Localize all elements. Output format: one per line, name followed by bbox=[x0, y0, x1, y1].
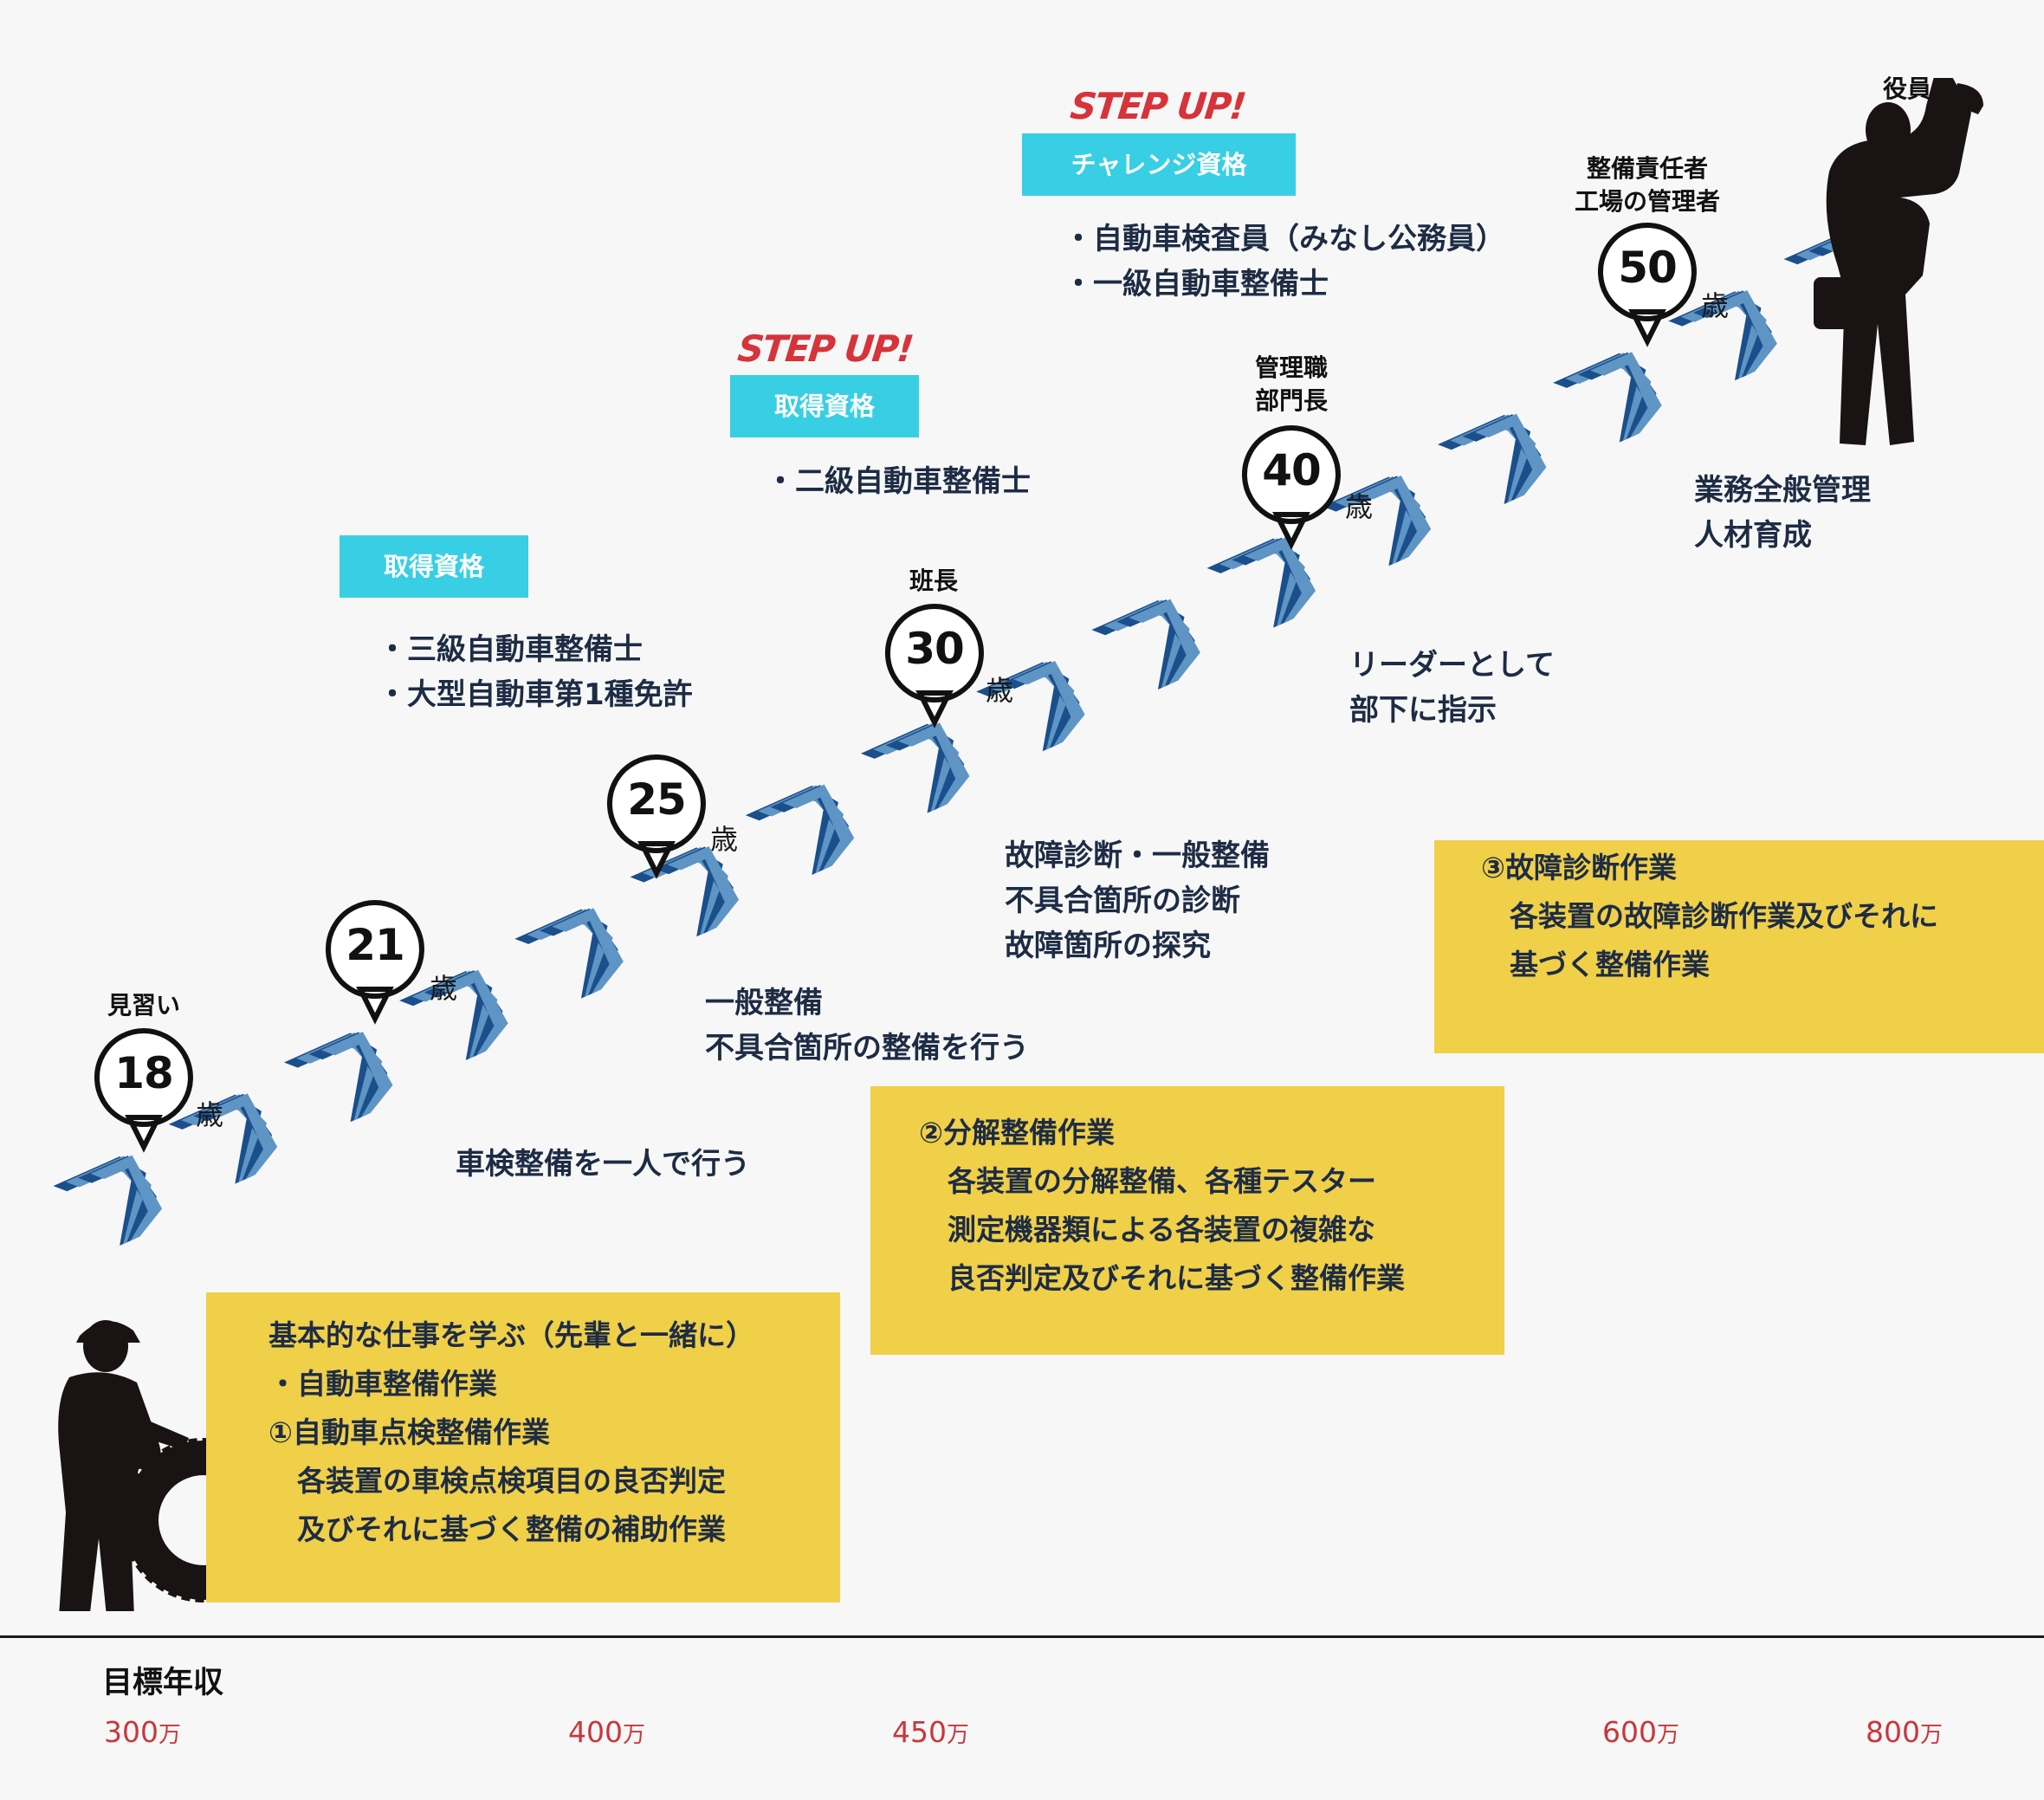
qualification-item: ・三級自動車整備士 bbox=[378, 632, 643, 667]
role-label-team-leader: 班長 bbox=[909, 567, 958, 595]
chevron-arrow-icon bbox=[1668, 289, 1777, 381]
work-description-box-2: ②分解整備作業 各装置の分解整備、各種テスター 測定機器類による各装置の複雑な … bbox=[870, 1086, 1504, 1355]
qualification-item: ・大型自動車第1種免許 bbox=[378, 677, 693, 712]
duty-text: リーダーとして bbox=[1349, 648, 1555, 683]
salary-title: 目標年収 bbox=[102, 1666, 224, 1700]
age-pin-25: 25 bbox=[605, 754, 708, 884]
salary-450: 450万 bbox=[892, 1715, 970, 1749]
chevron-arrow-icon bbox=[283, 1031, 393, 1123]
box-line: 各装置の車検点検項目の良否判定 bbox=[268, 1464, 726, 1498]
salary-600: 600万 bbox=[1602, 1715, 1680, 1749]
step-up-label: STEP UP! bbox=[1068, 85, 1247, 127]
age-suffix: 歳 bbox=[710, 823, 739, 856]
box-line: ①自動車点検整備作業 bbox=[268, 1415, 550, 1449]
age-pin-18: 18 bbox=[93, 1027, 195, 1157]
box-line: 測定機器類による各装置の複雑な bbox=[919, 1213, 1376, 1246]
age-number: 30 bbox=[905, 624, 965, 674]
box-line: 及びそれに基づく整備の補助作業 bbox=[268, 1512, 726, 1546]
duty-text: 一般整備 bbox=[705, 986, 823, 1020]
qualification-item: ・一級自動車整備士 bbox=[1064, 267, 1329, 301]
age-pin-30: 30 bbox=[883, 603, 986, 733]
role-label-executive: 役員 bbox=[1882, 74, 1931, 103]
box-line: ③故障診断作業 bbox=[1481, 851, 1677, 884]
salary-axis-line bbox=[0, 1635, 2044, 1638]
age-number: 50 bbox=[1618, 243, 1678, 293]
age-number: 25 bbox=[627, 774, 687, 825]
chevron-arrow-icon bbox=[745, 784, 855, 875]
age-suffix: 歳 bbox=[986, 674, 1014, 707]
role-label-manager: 管理職 部門長 bbox=[1254, 353, 1328, 415]
age-pin-21: 21 bbox=[324, 899, 426, 1029]
age-suffix: 歳 bbox=[1345, 490, 1374, 523]
duty-text: 不具合箇所の整備を行う bbox=[705, 1031, 1029, 1065]
box-line: 良否判定及びそれに基づく整備作業 bbox=[919, 1261, 1405, 1295]
chevron-arrow-icon bbox=[860, 722, 970, 813]
chevron-arrow-icon bbox=[1091, 599, 1200, 690]
chevron-arrow-icon bbox=[168, 1093, 278, 1184]
salary-300: 300万 bbox=[104, 1715, 182, 1749]
duty-text: 故障箇所の探究 bbox=[1005, 929, 1211, 963]
age-number: 40 bbox=[1262, 445, 1322, 495]
chevron-arrow-icon bbox=[514, 908, 624, 999]
age-suffix: 歳 bbox=[196, 1098, 224, 1131]
box-line: ②分解整備作業 bbox=[919, 1116, 1115, 1149]
age-pin-50: 50 bbox=[1596, 222, 1698, 352]
step-up-label: STEP UP! bbox=[735, 327, 915, 370]
chevron-arrow-icon bbox=[53, 1155, 163, 1246]
duty-text: 業務全般管理 bbox=[1694, 473, 1871, 508]
age-pin-40: 40 bbox=[1240, 424, 1342, 554]
age-suffix: 歳 bbox=[430, 972, 458, 1005]
duty-text: 部下に指示 bbox=[1349, 693, 1497, 728]
duty-text: 不具合箇所の診断 bbox=[1005, 884, 1240, 918]
qualification-item: ・二級自動車整備士 bbox=[766, 464, 1031, 499]
qualification-tag: 取得資格 bbox=[730, 375, 919, 437]
chevron-arrow-icon bbox=[1322, 475, 1432, 567]
box-line: 基本的な仕事を学ぶ（先輩と一緒に） bbox=[268, 1318, 754, 1352]
age-number: 18 bbox=[114, 1048, 174, 1098]
age-suffix: 歳 bbox=[1701, 289, 1730, 322]
role-label-trainee: 見習い bbox=[107, 991, 180, 1020]
duty-text: 車検整備を一人で行う bbox=[456, 1147, 750, 1182]
work-description-box-3: ③故障診断作業 各装置の故障診断作業及びそれに 基づく整備作業 bbox=[1434, 840, 2044, 1053]
box-line: 各装置の故障診断作業及びそれに bbox=[1481, 899, 1938, 933]
salary-800: 800万 bbox=[1866, 1715, 1944, 1749]
role-label-chief: 整備責任者 工場の管理者 bbox=[1574, 154, 1720, 216]
box-line: ・自動車整備作業 bbox=[268, 1367, 497, 1401]
work-description-box-1: 基本的な仕事を学ぶ（先輩と一緒に） ・自動車整備作業 ①自動車点検整備作業 各装… bbox=[206, 1292, 840, 1603]
qualification-item: ・自動車検査員（みなし公務員） bbox=[1064, 222, 1505, 256]
chevron-arrow-icon bbox=[1553, 352, 1662, 443]
salary-400: 400万 bbox=[568, 1715, 646, 1749]
qualification-tag: 取得資格 bbox=[340, 535, 528, 598]
box-line: 各装置の分解整備、各種テスター bbox=[919, 1164, 1376, 1198]
worker-waving-cap-silhouette bbox=[1814, 78, 1983, 445]
chevron-arrow-icon bbox=[1437, 413, 1547, 504]
chevron-arrow-icon bbox=[399, 969, 508, 1060]
age-number: 21 bbox=[346, 920, 405, 970]
challenge-qualification-tag: チャレンジ資格 bbox=[1022, 133, 1296, 196]
duty-text: 人材育成 bbox=[1694, 518, 1812, 553]
chevron-arrow-icon bbox=[976, 660, 1085, 752]
box-line: 基づく整備作業 bbox=[1481, 948, 1710, 981]
chevron-arrow-icon bbox=[1206, 537, 1316, 628]
duty-text: 故障診断・一般整備 bbox=[1005, 838, 1270, 873]
